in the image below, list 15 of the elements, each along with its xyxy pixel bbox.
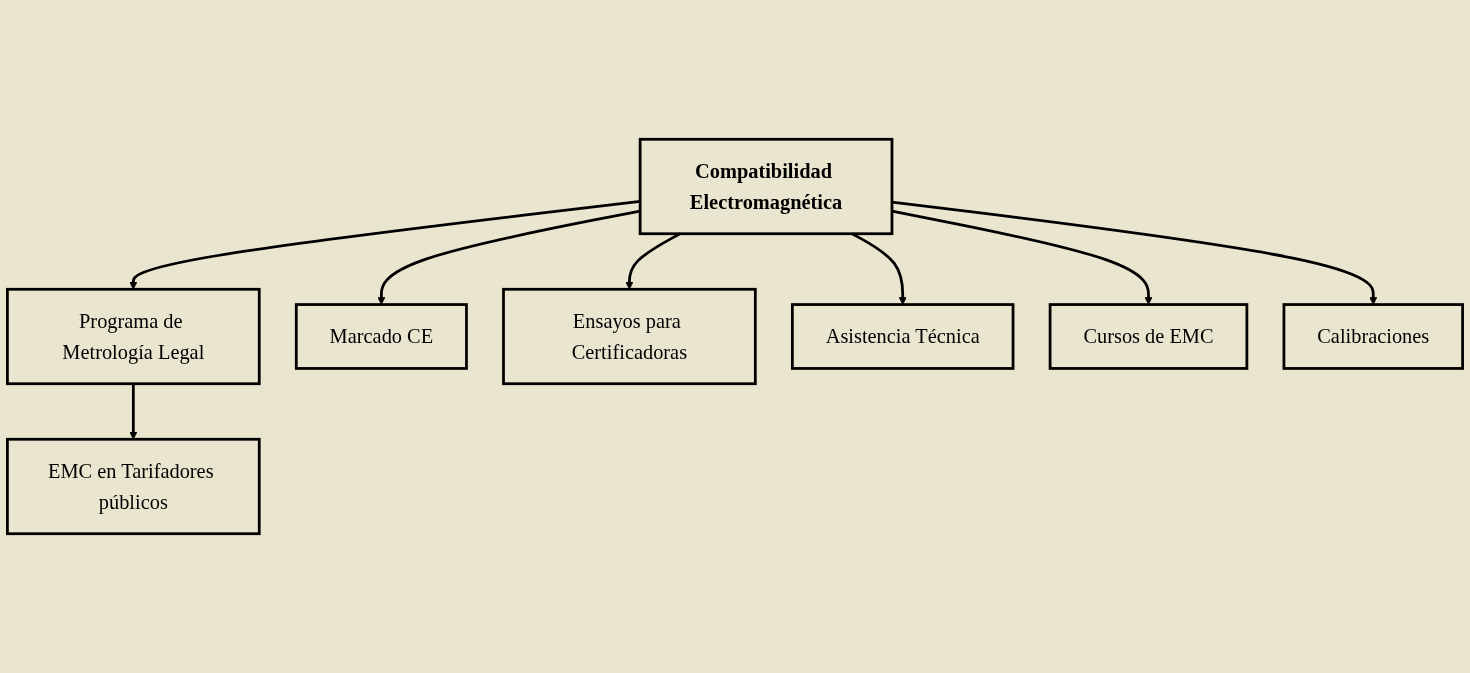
arrow <box>851 232 907 305</box>
node-box: Compatibilidad Electromagnética <box>638 137 894 236</box>
arrow <box>625 232 681 290</box>
arrow <box>891 200 1378 305</box>
node-box: Marcado CE <box>294 303 468 370</box>
node-box: Calibraciones <box>1282 303 1464 370</box>
arrow <box>129 200 641 290</box>
arrow <box>129 383 138 440</box>
arrow <box>377 209 641 305</box>
node-box: Ensayos para Certificadoras <box>502 287 757 386</box>
node-box: EMC en Tarifadores públicos <box>6 437 261 536</box>
node-box: Programa de Metrología Legal <box>6 287 261 386</box>
arrow <box>891 209 1153 305</box>
node-box: Cursos de EMC <box>1048 303 1249 370</box>
node-box: Asistencia Técnica <box>790 303 1015 370</box>
